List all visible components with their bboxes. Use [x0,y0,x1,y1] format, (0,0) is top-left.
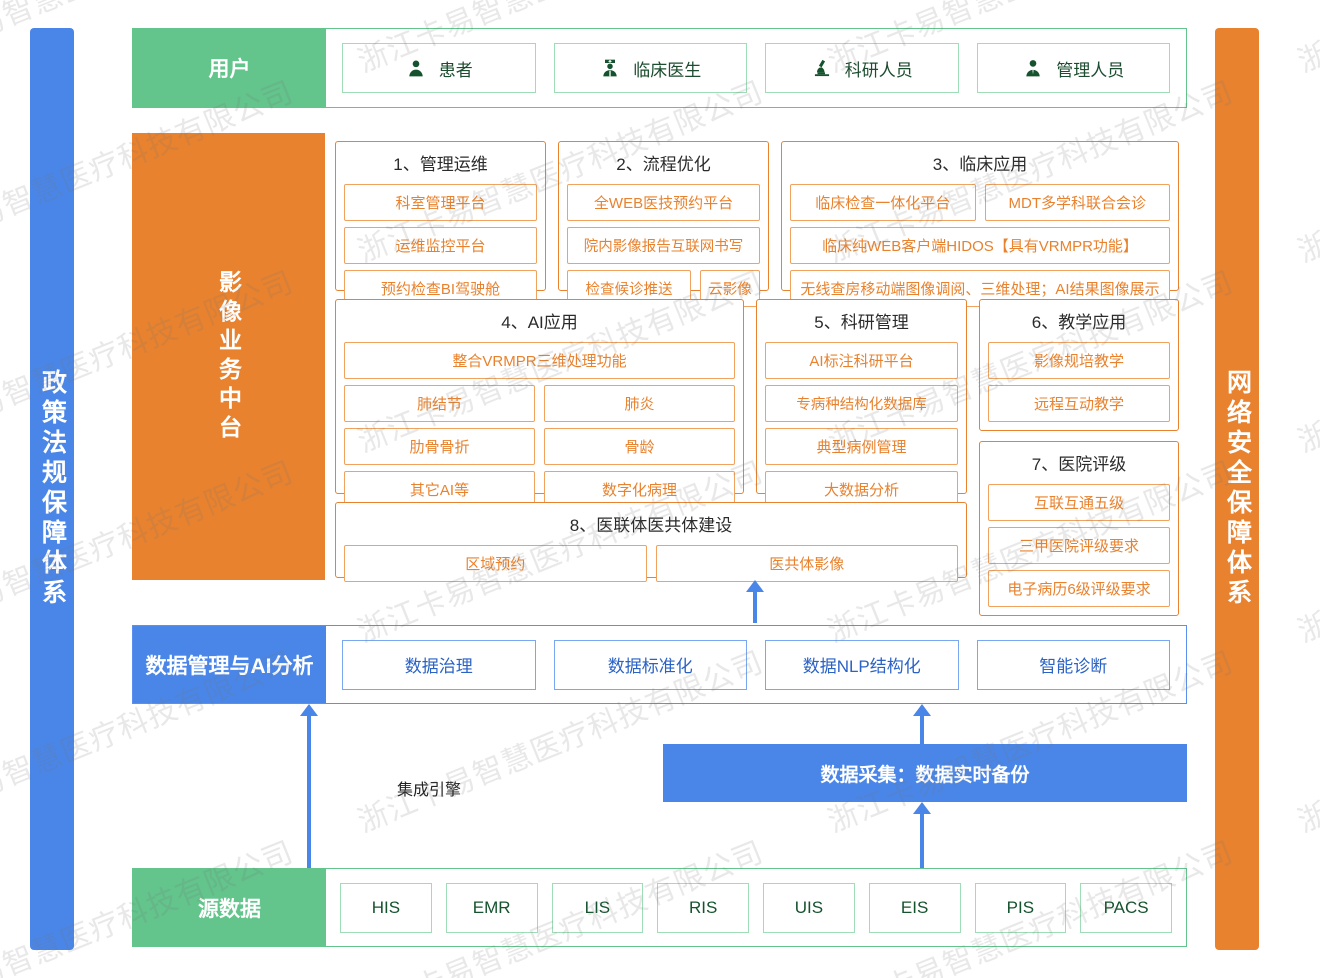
arrow-source-to-collection [920,813,924,868]
group-item[interactable]: 运维监控平台 [344,227,537,264]
data-collection-bar: 数据采集：数据实时备份 [663,744,1187,802]
group-item[interactable]: 三甲医院评级要求 [988,527,1170,564]
source-data-band-label: 源数据 [133,869,326,946]
group-title: 4、AI应用 [501,313,578,332]
group-item[interactable]: 肋骨骨折 [344,428,535,465]
group-item[interactable]: 专病种结构化数据库 [765,385,958,422]
users-band: 用户 患者 临床医生 [132,28,1187,108]
group-item[interactable]: 数字化病理 [544,471,735,508]
patient-icon [405,57,427,79]
data-card-standardization[interactable]: 数据标准化 [553,639,747,690]
group-card-hospital-rating: 7、医院评级 互联互通五级 三甲医院评级要求 电子病历6级评级要求 [979,441,1179,616]
group-item[interactable]: 临床纯WEB客户端HIDOS【具有VRMPR功能】 [790,227,1170,264]
manager-icon [1022,57,1044,79]
data-management-band: 数据管理与AI分析 数据治理 数据标准化 数据NLP结构化 智能诊断 [132,625,1187,704]
network-security-rail: 网络安全保障体系 [1215,28,1259,950]
data-management-band-label: 数据管理与AI分析 [133,626,326,703]
imaging-platform-label: 影像业务中台 [132,133,325,580]
group-card-process-optimization: 2、流程优化 全WEB医技预约平台 院内影像报告互联网书写 检查候诊推送 云影像 [558,141,769,307]
group-item[interactable]: 远程互动教学 [988,385,1170,422]
group-title: 7、医院评级 [1031,455,1127,474]
microscope-icon [811,57,833,79]
group-item[interactable]: MDT多学科联合会诊 [984,184,1170,221]
group-item[interactable]: 互联互通五级 [988,484,1170,521]
imaging-row-bottom: 8、医联体医共体建设 区域预约 医共体影像 [335,502,1179,582]
group-item[interactable]: 典型病例管理 [765,428,958,465]
data-management-band-body: 数据治理 数据标准化 数据NLP结构化 智能诊断 [326,626,1186,703]
source-card-ris[interactable]: RIS [657,882,749,933]
group-title: 6、教学应用 [1031,313,1127,332]
group-card-clinical-application: 3、临床应用 临床检查一体化平台 MDT多学科联合会诊 临床纯WEB客户端HID… [781,141,1179,307]
group-item[interactable]: 骨龄 [544,428,735,465]
imaging-platform-block: 影像业务中台 1、管理运维 科室管理平台 运维监控平台 预约检查BI驾驶舱 2、… [132,133,1187,616]
data-card-nlp-structuring[interactable]: 数据NLP结构化 [765,639,959,690]
source-card-uis[interactable]: UIS [763,882,855,933]
group-item[interactable]: 其它AI等 [344,471,535,508]
source-card-emr[interactable]: EMR [445,882,538,933]
group-item[interactable]: 大数据分析 [765,471,958,508]
source-card-pis[interactable]: PIS [974,882,1067,933]
user-card-researcher-label: 科研人员 [844,60,913,80]
group-item[interactable]: 科室管理平台 [344,184,537,221]
imaging-platform-label-text: 影像业务中台 [215,269,242,444]
user-card-administrator[interactable]: 管理人员 [976,43,1170,93]
group-card-medical-consortium: 8、医联体医共体建设 区域预约 医共体影像 [335,502,967,582]
group-item[interactable]: 医共体影像 [655,545,958,582]
arrow-collection-to-data-upper [920,715,924,744]
imaging-platform-body: 1、管理运维 科室管理平台 运维监控平台 预约检查BI驾驶舱 2、流程优化 全W… [325,133,1187,616]
watermark-text: 浙江卡易智慧医疗科技有限公司 [1293,645,1320,839]
source-card-his[interactable]: HIS [340,882,432,933]
user-card-clinician-label: 临床医生 [633,60,702,80]
group-item[interactable]: 院内影像报告互联网书写 [567,227,760,264]
group-item[interactable]: 电子病历6级评级要求 [988,570,1170,607]
users-band-label: 用户 [133,29,326,107]
source-card-eis[interactable]: EIS [868,882,961,933]
network-security-rail-label: 网络安全保障体系 [1223,369,1252,609]
source-card-pacs[interactable]: PACS [1080,882,1172,933]
group-title: 1、管理运维 [393,155,488,174]
group-column-right: 6、教学应用 影像规培教学 远程互动教学 7、医院评级 互联互通五级 三甲医院评… [979,299,1179,616]
watermark-text: 浙江卡易智慧医疗科技有限公司 [1293,265,1320,459]
doctor-icon [599,57,621,79]
watermark-text: 浙江卡易智慧医疗科技有限公司 [1293,835,1320,978]
integration-engine-label: 集成引擎 [397,782,462,799]
arrow-integration-engine-up [307,715,311,868]
data-card-intelligent-diagnosis[interactable]: 智能诊断 [976,639,1170,690]
watermark-text: 浙江卡易智慧医疗科技有限公司 [1293,75,1320,269]
source-card-lis[interactable]: LIS [551,882,644,933]
group-item[interactable]: 肺炎 [544,385,735,422]
group-title: 8、医联体医共体建设 [569,516,733,535]
group-item[interactable]: 肺结节 [344,385,535,422]
users-band-body: 患者 临床医生 [326,29,1186,107]
group-item[interactable]: 区域预约 [344,545,647,582]
user-card-patient-label: 患者 [438,60,473,80]
watermark-text: 浙江卡易智慧医疗科技有限公司 [1290,0,1320,81]
imaging-row-top: 1、管理运维 科室管理平台 运维监控平台 预约检查BI驾驶舱 2、流程优化 全W… [335,141,1179,307]
watermark-text: 浙江卡易智慧医疗科技有限公司 [1293,455,1320,649]
group-item[interactable]: 整合VRMPR三维处理功能 [344,342,735,379]
user-card-researcher[interactable]: 科研人员 [765,43,959,93]
group-title: 3、临床应用 [932,155,1028,174]
source-data-band: 源数据 HIS EMR LIS RIS UIS EIS PIS PACS [132,868,1187,947]
group-card-ai-application: 4、AI应用 整合VRMPR三维处理功能 肺结节 肺炎 肋骨骨折 骨龄 其它AI… [335,299,744,508]
group-item[interactable]: 临床检查一体化平台 [790,184,976,221]
data-card-governance[interactable]: 数据治理 [342,639,536,690]
group-item[interactable]: 影像规培教学 [988,342,1170,379]
group-card-research-management: 5、科研管理 AI标注科研平台 专病种结构化数据库 典型病例管理 大数据分析 [756,299,967,508]
group-title: 5、科研管理 [814,313,909,332]
policy-regulation-rail: 政策法规保障体系 [30,28,74,950]
group-card-teaching-application: 6、教学应用 影像规培教学 远程互动教学 [979,299,1179,431]
policy-regulation-rail-label: 政策法规保障体系 [38,369,67,609]
arrow-data-to-platform [753,591,757,623]
user-card-patient[interactable]: 患者 [342,43,536,93]
imaging-row-middle: 4、AI应用 整合VRMPR三维处理功能 肺结节 肺炎 肋骨骨折 骨龄 其它AI… [335,299,1179,616]
source-data-band-body: HIS EMR LIS RIS UIS EIS PIS PACS [326,869,1186,946]
connector-area: 数据采集：数据实时备份 集成引擎 [132,704,1187,868]
group-item[interactable]: 全WEB医技预约平台 [567,184,760,221]
group-card-management-ops: 1、管理运维 科室管理平台 运维监控平台 预约检查BI驾驶舱 [335,141,546,307]
group-title: 2、流程优化 [616,155,711,174]
user-card-clinician[interactable]: 临床医生 [553,43,747,93]
group-item[interactable]: AI标注科研平台 [765,342,958,379]
user-card-administrator-label: 管理人员 [1056,60,1125,80]
